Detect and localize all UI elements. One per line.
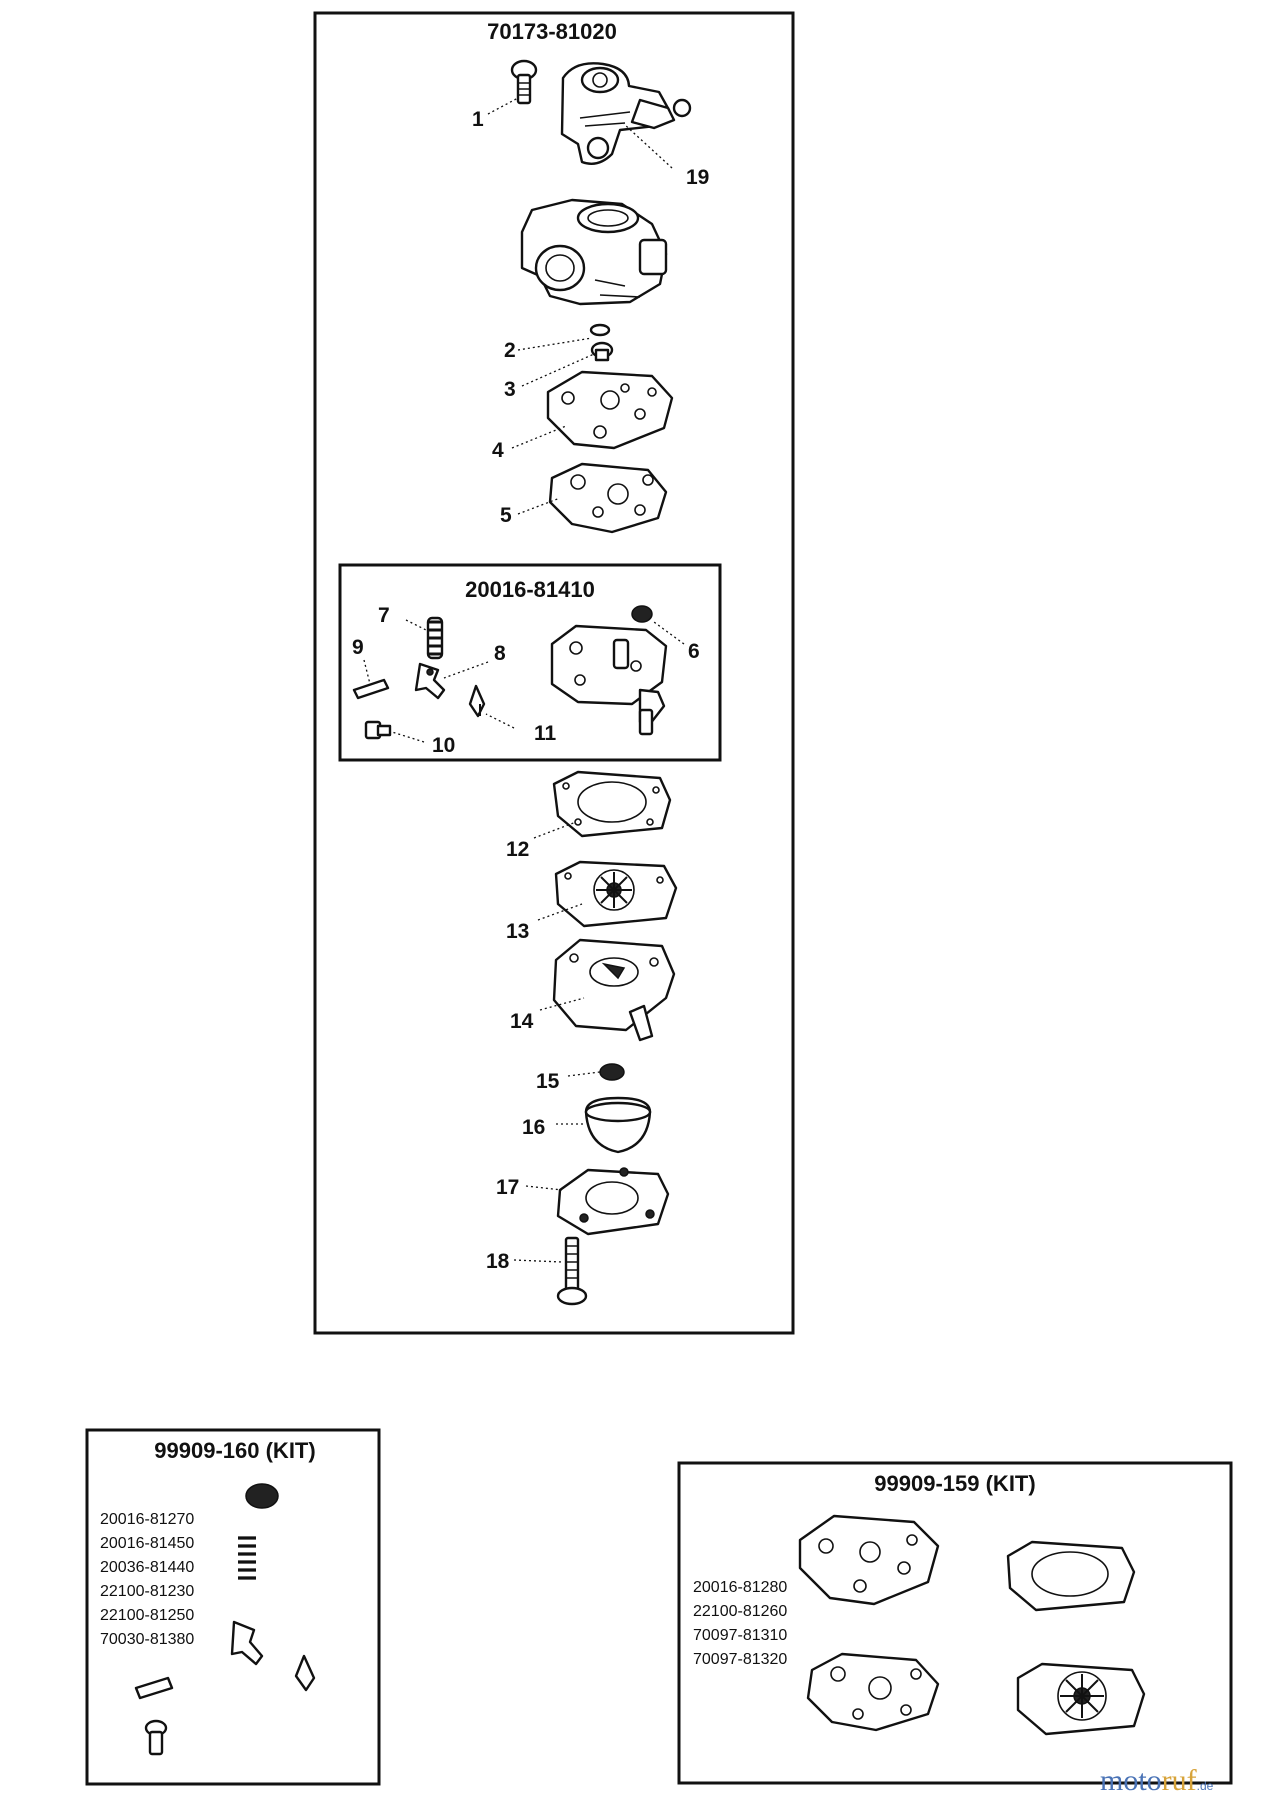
kit-99909-159: 99909-159 (KIT) 20016-81280 22100-81260 … (677, 1461, 1233, 1785)
callout-16: 16 (522, 1116, 545, 1139)
watermark-suffix: .de (1197, 1779, 1214, 1793)
watermark-moto: moto (1100, 1764, 1162, 1797)
sub-assembly-frame: 20016-81410 (338, 563, 722, 762)
callout-10: 10 (432, 734, 455, 757)
kit-160-lever (230, 1620, 264, 1666)
part-12-gasket (552, 770, 672, 838)
kit-159-border (677, 1461, 1233, 1785)
part-1-screw (510, 59, 538, 105)
part-16-primer-bulb (584, 1096, 652, 1154)
part-19-throttle-lever (560, 62, 692, 165)
part-4-plate (546, 370, 674, 450)
callout-14: 14 (510, 1010, 534, 1033)
part-18-long-screw (556, 1236, 588, 1306)
kit-159-pn-2: 22100-81260 (693, 1603, 787, 1620)
main-assembly-border (313, 11, 795, 1335)
part-7-spring (426, 616, 444, 660)
kit-160-cap (245, 1483, 279, 1509)
kit-159-title: 99909-159 (KIT) (874, 1471, 1035, 1496)
kit-159-pn-1: 20016-81280 (693, 1579, 787, 1596)
callout-2: 2 (504, 339, 516, 362)
assembly-part-number: 70173-81020 (487, 19, 617, 44)
part-10-screw (364, 720, 392, 740)
callout-18: 18 (486, 1250, 510, 1273)
kit-160-spring (238, 1536, 256, 1580)
part-9-pin (352, 678, 390, 700)
callout-19: 19 (686, 166, 709, 189)
leader-lines (363, 97, 685, 1263)
kit-160-needle (294, 1654, 316, 1692)
part-13-diaphragm (554, 860, 678, 928)
part-8-lever (414, 662, 446, 700)
part-6-metering-body (550, 605, 668, 736)
kit-160-border (85, 1428, 381, 1786)
callout-7: 7 (378, 604, 390, 627)
kit-159-plate-1 (798, 1514, 940, 1606)
kit-160-pn-1: 20016-81270 (100, 1511, 194, 1528)
kit-159-gasket-ring (1006, 1540, 1136, 1612)
part-14-pump-body (552, 938, 676, 1042)
kit-160-pn-5: 22100-81250 (100, 1607, 194, 1624)
part-3-nozzle (590, 341, 614, 362)
sub-assembly-border (338, 563, 722, 762)
kit-160-pin (134, 1676, 174, 1700)
callout-labels: 1 2 3 4 5 6 7 8 9 10 11 12 13 14 15 16 1… (352, 108, 709, 1273)
kit-160-title: 99909-160 (KIT) (154, 1438, 315, 1463)
sub-assembly-part-number: 20016-81410 (465, 577, 595, 602)
kit-160-pn-3: 20036-81440 (100, 1559, 194, 1576)
kit-159-pn-4: 70097-81320 (693, 1651, 787, 1668)
part-5-gasket (548, 462, 668, 534)
kit-160-pn-2: 20016-81450 (100, 1535, 194, 1552)
kit-160-pn-4: 22100-81230 (100, 1583, 194, 1600)
callout-11: 11 (534, 722, 557, 745)
main-assembly-frame: 70173-81020 (313, 11, 795, 1335)
part-2-washer (589, 323, 611, 337)
watermark-text: motoruf.de (1100, 1764, 1214, 1797)
kit-160-screw (144, 1719, 168, 1756)
callout-8: 8 (494, 642, 506, 665)
kit-159-plate-2 (806, 1652, 940, 1732)
kit-160-pn-6: 70030-81380 (100, 1631, 194, 1648)
watermark-ruf: ruf (1162, 1764, 1197, 1797)
carburetor-body (520, 198, 668, 306)
part-17-retainer-plate (556, 1167, 670, 1236)
kit-159-pn-3: 70097-81310 (693, 1627, 787, 1644)
callout-3: 3 (504, 378, 516, 401)
callout-12: 12 (506, 838, 529, 861)
kit-99909-160: 99909-160 (KIT) 20016-81270 20016-81450 … (85, 1428, 381, 1786)
callout-4: 4 (492, 439, 504, 462)
motoruf-watermark: motoruf.de (1100, 1764, 1214, 1797)
callout-13: 13 (506, 920, 529, 943)
kit-159-diaphragm (1016, 1662, 1146, 1736)
callout-17: 17 (496, 1176, 519, 1199)
callout-15: 15 (536, 1070, 560, 1093)
part-15-cap (599, 1063, 625, 1081)
callout-9: 9 (352, 636, 364, 659)
callout-6: 6 (688, 640, 700, 663)
part-11-needle (468, 684, 486, 718)
callout-1: 1 (472, 108, 484, 131)
callout-5: 5 (500, 504, 512, 527)
